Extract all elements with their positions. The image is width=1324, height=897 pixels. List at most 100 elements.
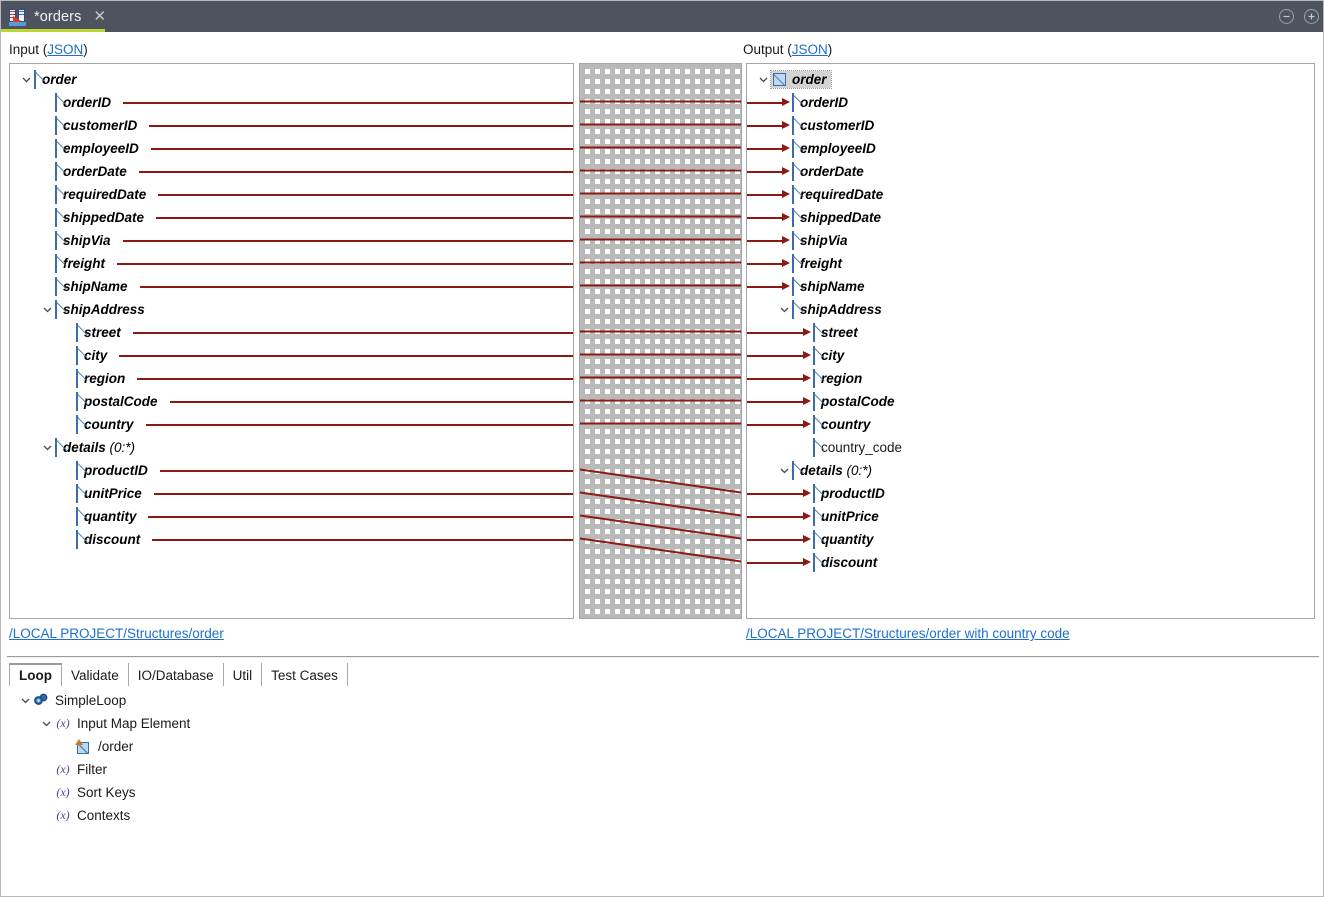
tree-row-orderdate[interactable]: orderDate	[776, 160, 864, 183]
chevron-down-icon[interactable]	[776, 298, 792, 321]
close-icon[interactable]: ✕	[93, 8, 107, 25]
tree-row-street[interactable]: street	[60, 321, 121, 344]
tree-row-orderid[interactable]: orderID	[776, 91, 848, 114]
field-checkbox-icon[interactable]	[55, 276, 57, 296]
input-structure-link[interactable]: /LOCAL PROJECT/Structures/order	[9, 626, 224, 641]
field-checkbox-icon[interactable]	[76, 414, 78, 434]
tree-row-region[interactable]: region	[797, 367, 862, 390]
bottom-tab-loop[interactable]: Loop	[9, 663, 62, 687]
input-json-link[interactable]: JSON	[47, 42, 84, 57]
tree-row-street[interactable]: street	[797, 321, 858, 344]
field-checkbox-icon[interactable]	[76, 460, 78, 480]
loop-tree-row-sort-keys[interactable]: (x)Sort Keys	[38, 781, 135, 804]
tree-row-shipname[interactable]: shipName	[776, 275, 865, 298]
bottom-tab-io-database[interactable]: IO/Database	[128, 663, 224, 687]
panel-divider[interactable]	[7, 656, 1319, 658]
field-checkbox-icon[interactable]	[813, 506, 815, 526]
tree-row-shipvia[interactable]: shipVia	[39, 229, 111, 252]
field-checkbox-icon[interactable]	[813, 414, 815, 434]
field-checkbox-icon[interactable]	[813, 437, 815, 457]
tree-row-discount[interactable]: discount	[60, 528, 140, 551]
tree-row-requireddate[interactable]: requiredDate	[776, 183, 883, 206]
loop-tree-row-filter[interactable]: (x)Filter	[38, 758, 107, 781]
chevron-down-icon[interactable]	[38, 712, 54, 735]
tree-row-country_code[interactable]: country_code	[797, 436, 902, 459]
chevron-down-icon[interactable]	[776, 459, 792, 482]
field-checkbox-icon[interactable]	[792, 253, 794, 273]
output-json-link[interactable]: JSON	[791, 42, 828, 57]
tree-row-customerid[interactable]: customerID	[776, 114, 874, 137]
field-checkbox-icon[interactable]	[792, 92, 794, 112]
tree-row-details[interactable]: details (0:*)	[776, 459, 872, 482]
field-checkbox-icon[interactable]	[55, 138, 57, 158]
tree-row-orderid[interactable]: orderID	[39, 91, 111, 114]
tree-row-discount[interactable]: discount	[797, 551, 877, 574]
maximize-icon[interactable]	[1304, 9, 1319, 24]
field-checkbox-icon[interactable]	[813, 552, 815, 572]
tree-row-shipaddress[interactable]: shipAddress	[776, 298, 882, 321]
tree-row-shippeddate[interactable]: shippedDate	[776, 206, 881, 229]
tree-row-employeeid[interactable]: employeeID	[39, 137, 139, 160]
bottom-tab-validate[interactable]: Validate	[62, 663, 129, 687]
tree-row-productid[interactable]: productID	[60, 459, 148, 482]
tree-row-city[interactable]: city	[797, 344, 844, 367]
tree-row-postalcode[interactable]: postalCode	[797, 390, 895, 413]
bottom-tab-test-cases[interactable]: Test Cases	[262, 663, 348, 687]
field-checkbox-icon[interactable]	[773, 73, 786, 86]
field-checkbox-icon[interactable]	[792, 460, 794, 480]
tree-row-orderdate[interactable]: orderDate	[39, 160, 127, 183]
field-checkbox-icon[interactable]	[792, 115, 794, 135]
field-checkbox-icon[interactable]	[76, 345, 78, 365]
tree-row-freight[interactable]: freight	[39, 252, 105, 275]
field-checkbox-icon[interactable]	[55, 92, 57, 112]
field-checkbox-icon[interactable]	[55, 207, 57, 227]
chevron-down-icon[interactable]	[755, 68, 771, 91]
mapping-canvas[interactable]	[579, 63, 742, 619]
tree-row-country[interactable]: country	[60, 413, 134, 436]
field-checkbox-icon[interactable]	[792, 207, 794, 227]
tree-row-unitprice[interactable]: unitPrice	[797, 505, 879, 528]
field-checkbox-icon[interactable]	[55, 184, 57, 204]
tree-row-postalcode[interactable]: postalCode	[60, 390, 158, 413]
field-checkbox-icon[interactable]	[76, 506, 78, 526]
field-checkbox-icon[interactable]	[55, 299, 57, 319]
field-checkbox-icon[interactable]	[813, 345, 815, 365]
field-checkbox-icon[interactable]	[76, 529, 78, 549]
tree-row-details[interactable]: details (0:*)	[39, 436, 135, 459]
field-checkbox-icon[interactable]	[34, 69, 36, 89]
field-checkbox-icon[interactable]	[813, 529, 815, 549]
tree-row-shipaddress[interactable]: shipAddress	[39, 298, 145, 321]
field-checkbox-icon[interactable]	[76, 368, 78, 388]
tree-row-shippeddate[interactable]: shippedDate	[39, 206, 144, 229]
field-checkbox-icon[interactable]	[792, 230, 794, 250]
tree-row-shipname[interactable]: shipName	[39, 275, 128, 298]
field-checkbox-icon[interactable]	[792, 138, 794, 158]
tree-row-quantity[interactable]: quantity	[60, 505, 137, 528]
loop-tree-row-simpleloop[interactable]: SimpleLoop	[17, 689, 126, 712]
field-checkbox-icon[interactable]	[55, 115, 57, 135]
tree-row-order[interactable]: order	[18, 68, 77, 91]
field-checkbox-icon[interactable]	[792, 276, 794, 296]
field-checkbox-icon[interactable]	[813, 391, 815, 411]
minimize-icon[interactable]	[1279, 9, 1294, 24]
tree-row-unitprice[interactable]: unitPrice	[60, 482, 142, 505]
tree-row-employeeid[interactable]: employeeID	[776, 137, 876, 160]
field-checkbox-icon[interactable]	[55, 230, 57, 250]
chevron-down-icon[interactable]	[17, 689, 33, 712]
tree-row-productid[interactable]: productID	[797, 482, 885, 505]
field-checkbox-icon[interactable]	[813, 483, 815, 503]
tree-row-order[interactable]: order	[755, 68, 832, 91]
bottom-tab-util[interactable]: Util	[223, 663, 263, 687]
field-checkbox-icon[interactable]	[792, 299, 794, 319]
chevron-down-icon[interactable]	[18, 68, 34, 91]
field-checkbox-icon[interactable]	[55, 253, 57, 273]
field-checkbox-icon[interactable]	[792, 184, 794, 204]
tree-row-customerid[interactable]: customerID	[39, 114, 137, 137]
field-checkbox-icon[interactable]	[813, 322, 815, 342]
output-structure-link[interactable]: /LOCAL PROJECT/Structures/order with cou…	[746, 626, 1070, 641]
loop-tree-row-contexts[interactable]: (x)Contexts	[38, 804, 130, 827]
tree-row-requireddate[interactable]: requiredDate	[39, 183, 146, 206]
editor-tab-orders[interactable]: *orders ✕	[1, 1, 115, 32]
